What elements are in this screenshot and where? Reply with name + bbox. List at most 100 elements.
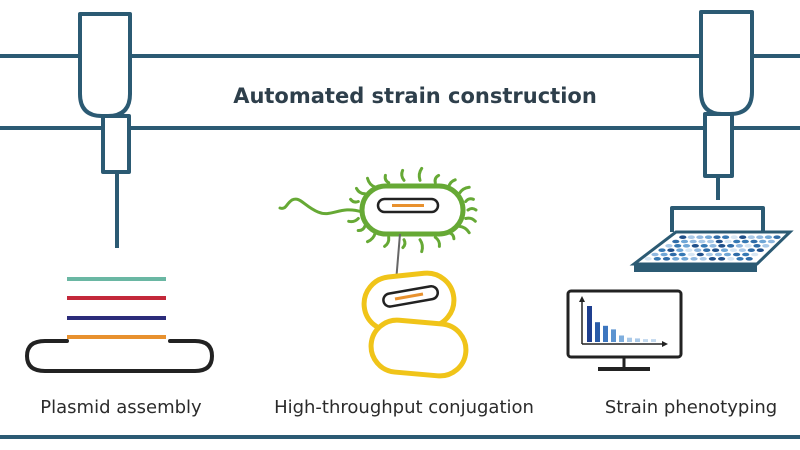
plate-well xyxy=(747,248,755,252)
plate-well xyxy=(687,252,695,257)
plate-well xyxy=(739,235,747,239)
plate-well xyxy=(708,257,717,261)
plate-well xyxy=(690,257,698,261)
plate-well xyxy=(696,235,704,239)
plate-well xyxy=(698,239,706,244)
plate-well xyxy=(756,235,764,239)
caption-conjugation: High-throughput conjugation xyxy=(274,397,534,418)
mini-bar xyxy=(635,338,640,342)
monitor-screen xyxy=(566,289,683,359)
plate-well xyxy=(644,257,652,261)
plate-well xyxy=(715,239,723,244)
plate-well xyxy=(747,235,755,239)
flagellum xyxy=(278,197,364,216)
plate-well xyxy=(699,257,707,261)
pilus xyxy=(418,238,424,254)
plate-well xyxy=(651,252,659,257)
plate-well xyxy=(718,244,726,248)
pilus xyxy=(347,217,360,224)
mini-bar xyxy=(651,339,656,342)
phenotyping-monitor-icon xyxy=(566,289,683,371)
mini-bar xyxy=(619,335,624,342)
plate-well xyxy=(762,244,770,248)
plate-well xyxy=(729,248,738,252)
plate-well xyxy=(658,248,666,252)
plate-well xyxy=(705,252,714,257)
plate-well xyxy=(665,244,673,248)
plate-well xyxy=(689,239,697,244)
plate-well xyxy=(733,239,741,244)
pilus xyxy=(464,216,477,223)
plate-well xyxy=(742,252,750,257)
plate-well xyxy=(653,257,661,261)
plate-well xyxy=(759,239,767,244)
pipette-head-right-icon xyxy=(670,10,765,232)
plate-well xyxy=(703,248,711,252)
plate-well xyxy=(735,244,744,248)
pilus xyxy=(464,197,475,203)
plate-well xyxy=(722,235,730,239)
plate-well xyxy=(727,244,735,248)
plate-well xyxy=(682,244,691,248)
plate-well xyxy=(738,248,747,252)
plate-well xyxy=(709,244,717,248)
pilus xyxy=(457,224,471,235)
pilus xyxy=(356,224,367,233)
recipient-cell-lower xyxy=(368,317,469,379)
plate-well xyxy=(672,239,680,244)
plate-well xyxy=(718,257,726,261)
plate-well xyxy=(674,244,682,248)
pilus xyxy=(366,231,377,244)
mini-bar xyxy=(587,306,592,342)
plate-well xyxy=(696,252,704,257)
plate-well xyxy=(667,248,675,252)
plate-well xyxy=(687,235,695,239)
plate-well xyxy=(750,239,758,244)
mini-bar xyxy=(603,325,608,342)
plate-well xyxy=(707,239,715,244)
mini-bar xyxy=(627,337,632,342)
pilus xyxy=(401,238,407,250)
plate-well xyxy=(724,239,732,244)
plasmid-assembly-icon xyxy=(24,277,215,373)
plate-well xyxy=(720,248,729,252)
plate-well xyxy=(712,248,720,252)
pilus xyxy=(383,173,391,185)
plate-well xyxy=(691,244,699,248)
plate-well xyxy=(741,239,749,244)
caption-phenotyping: Strain phenotyping xyxy=(605,397,777,418)
caption-plasmid-assembly: Plasmid assembly xyxy=(40,397,202,418)
plate-well xyxy=(672,257,680,261)
plate-well xyxy=(714,252,723,257)
plate-well xyxy=(662,257,671,261)
conjugation-icon xyxy=(278,166,478,379)
plate-well xyxy=(723,252,732,257)
plate-well xyxy=(773,235,781,239)
plate-well xyxy=(756,248,764,252)
pilus xyxy=(383,235,391,248)
plate-well xyxy=(694,248,702,252)
plate-well xyxy=(736,257,744,261)
mini-bar xyxy=(643,339,648,342)
plate-well xyxy=(733,252,741,257)
pipette-head-left-icon xyxy=(78,12,132,248)
plate-well xyxy=(676,248,684,252)
pilus xyxy=(349,197,360,204)
pilus xyxy=(466,207,478,212)
plate-well xyxy=(713,235,721,239)
plate-well xyxy=(764,235,773,239)
pilus xyxy=(457,185,471,196)
plate-well xyxy=(669,252,677,257)
plate-well xyxy=(745,257,753,261)
pilus xyxy=(417,166,424,182)
pilus xyxy=(400,168,406,182)
plate-well xyxy=(767,239,776,244)
pilus xyxy=(433,235,441,248)
mini-bar xyxy=(611,329,616,342)
plasmid-backbone xyxy=(24,339,215,373)
pilus xyxy=(433,173,441,185)
plate-well xyxy=(730,235,738,239)
plate-well xyxy=(680,239,689,244)
plate-well xyxy=(700,244,708,248)
